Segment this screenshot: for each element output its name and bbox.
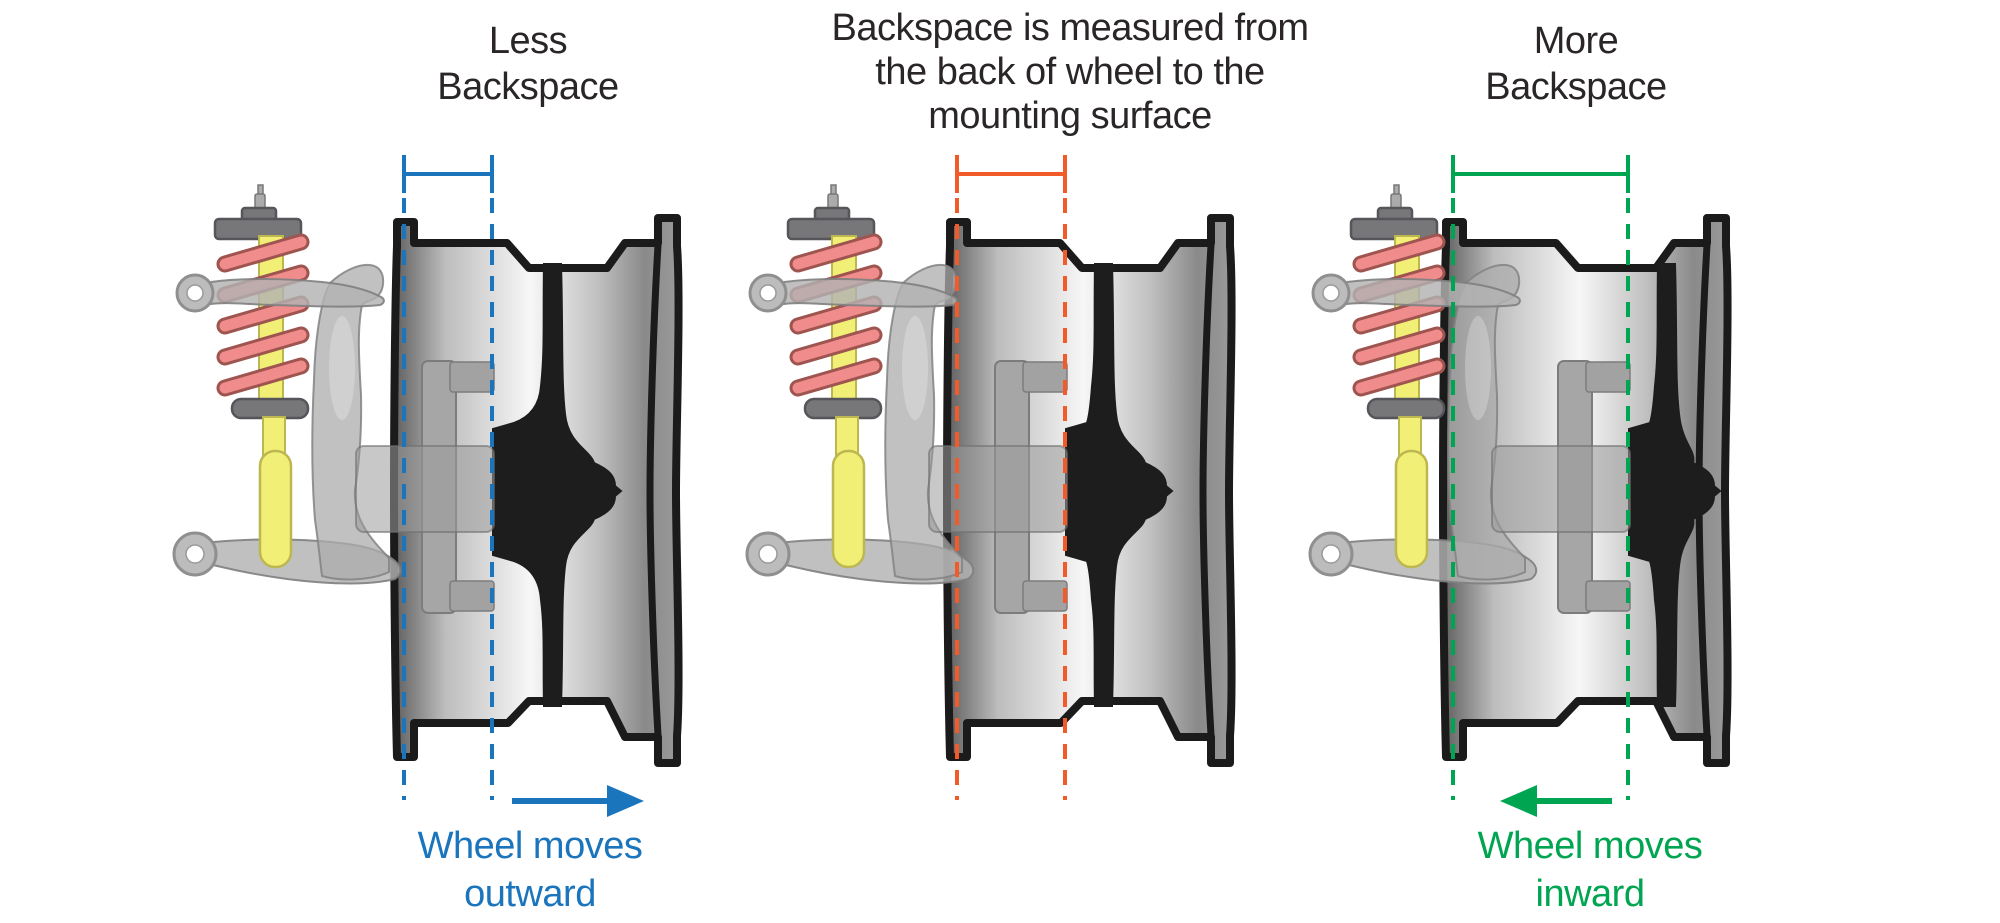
caption-wheel-moves-inward: Wheel moves inward <box>1478 822 1703 918</box>
title-line: Less <box>488 20 568 62</box>
wheel-center-disc <box>1065 263 1174 707</box>
panel-title-less-backspace: Less Backspace <box>437 18 619 110</box>
wheel-center-disc <box>492 263 623 707</box>
title-line: mounting surface <box>928 95 1212 137</box>
title-line: the back of wheel to the <box>875 51 1265 93</box>
caption-line: Wheel moves <box>1477 825 1703 867</box>
title-line: Backspace is measured from <box>831 7 1309 49</box>
title-line: Backspace <box>1485 66 1667 108</box>
backspace-dashed-lines <box>1451 198 1630 800</box>
wheel-cross-section <box>947 218 1232 763</box>
panel-measurement-reference <box>747 155 1232 800</box>
wheel-center-disc <box>1628 263 1722 707</box>
wheel-cross-section <box>394 218 679 763</box>
panel-title-measurement: Backspace is measured from the back of w… <box>832 6 1309 138</box>
measurement-bracket <box>955 155 1067 193</box>
arrow-left <box>1500 785 1612 817</box>
panel-less-backspace <box>174 155 679 817</box>
caption-line: inward <box>1535 873 1645 915</box>
title-line: More <box>1533 20 1619 62</box>
backspace-dashed-lines <box>955 198 1067 800</box>
wheel-cross-section <box>1443 218 1728 763</box>
caption-line: Wheel moves <box>417 825 643 867</box>
measurement-bracket <box>402 155 494 193</box>
caption-wheel-moves-outward: Wheel moves outward <box>418 822 643 918</box>
backspace-dashed-lines <box>402 198 494 800</box>
panel-more-backspace <box>1310 155 1728 817</box>
title-line: Backspace <box>437 66 619 108</box>
measurement-bracket <box>1451 155 1630 193</box>
arrow-right <box>512 785 644 817</box>
panel-title-more-backspace: More Backspace <box>1485 18 1667 110</box>
caption-line: outward <box>464 873 596 915</box>
